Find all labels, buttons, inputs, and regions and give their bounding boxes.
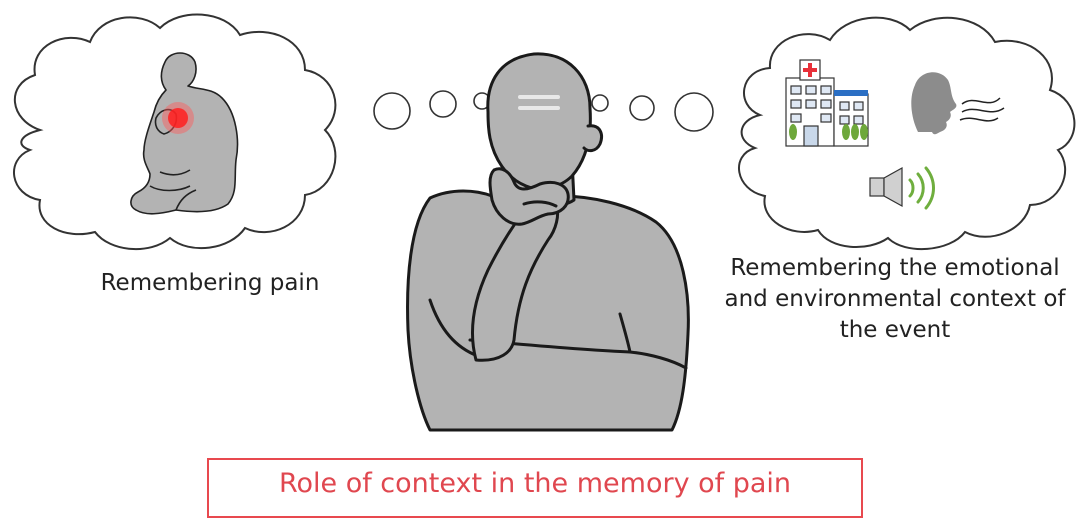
caption-right-line-2: and environmental context of (724, 286, 1066, 312)
thinking-person-icon (406, 52, 690, 432)
caption-right-line-1: Remembering the emotional (730, 255, 1060, 281)
thought-cloud-right (738, 16, 1076, 250)
forehead-marks-icon (518, 95, 560, 110)
diagram-title: Role of context in the memory of pain (278, 468, 792, 499)
thought-bubbles-left (373, 90, 491, 130)
breath-face-icon (911, 72, 1005, 135)
thought-bubbles-right (591, 92, 714, 132)
caption-remembering-context: Remembering the emotional and environmen… (705, 253, 1084, 346)
title-box (207, 458, 863, 518)
hospital-icon (785, 59, 869, 147)
speaker-icon (869, 166, 935, 210)
pain-glow-icon (162, 102, 194, 134)
caption-right-line-3: the event (839, 317, 951, 343)
caption-remembering-pain: Remembering pain (100, 270, 320, 296)
